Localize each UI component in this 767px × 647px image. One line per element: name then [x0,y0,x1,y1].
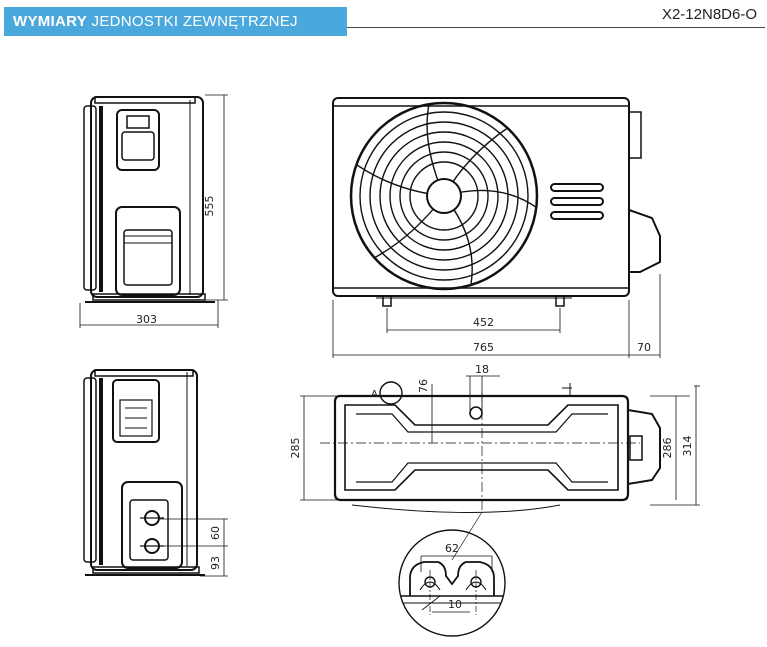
dim-top-depth-left: 285 [289,438,302,459]
dim-side-height: 555 [203,196,216,217]
side-view-valves [83,369,228,577]
top-view [300,375,700,561]
dim-pipe-offset: 18 [475,363,489,376]
side-view [79,94,228,328]
dim-top-depth-mid: 286 [661,438,674,459]
dim-side-depth: 303 [136,313,157,326]
front-view [332,97,661,358]
detail-label: A [371,389,378,400]
detail-view [398,529,506,637]
dim-valve-spacing: 60 [209,526,222,540]
dim-feet-spacing: 452 [473,316,494,329]
dim-detail-width: 62 [445,542,459,555]
page-title: WYMIARY JEDNOSTKI ZEWNĘTRZNEJ [13,13,298,30]
dim-top-depth-right: 314 [681,436,694,457]
header-rule [347,27,765,28]
title-bold: WYMIARY [13,13,88,30]
header-bar [4,7,347,36]
dim-front-protrusion: 70 [637,341,651,354]
dim-detail-small: 10 [448,598,462,611]
dim-valve-height: 93 [209,556,222,570]
title-rest: JEDNOSTKI ZEWNĘTRZNEJ [87,13,298,30]
model-code: X2-12N8D6-O [661,6,757,23]
dim-pipe-distance: 76 [417,379,430,393]
dim-front-width: 765 [473,341,494,354]
